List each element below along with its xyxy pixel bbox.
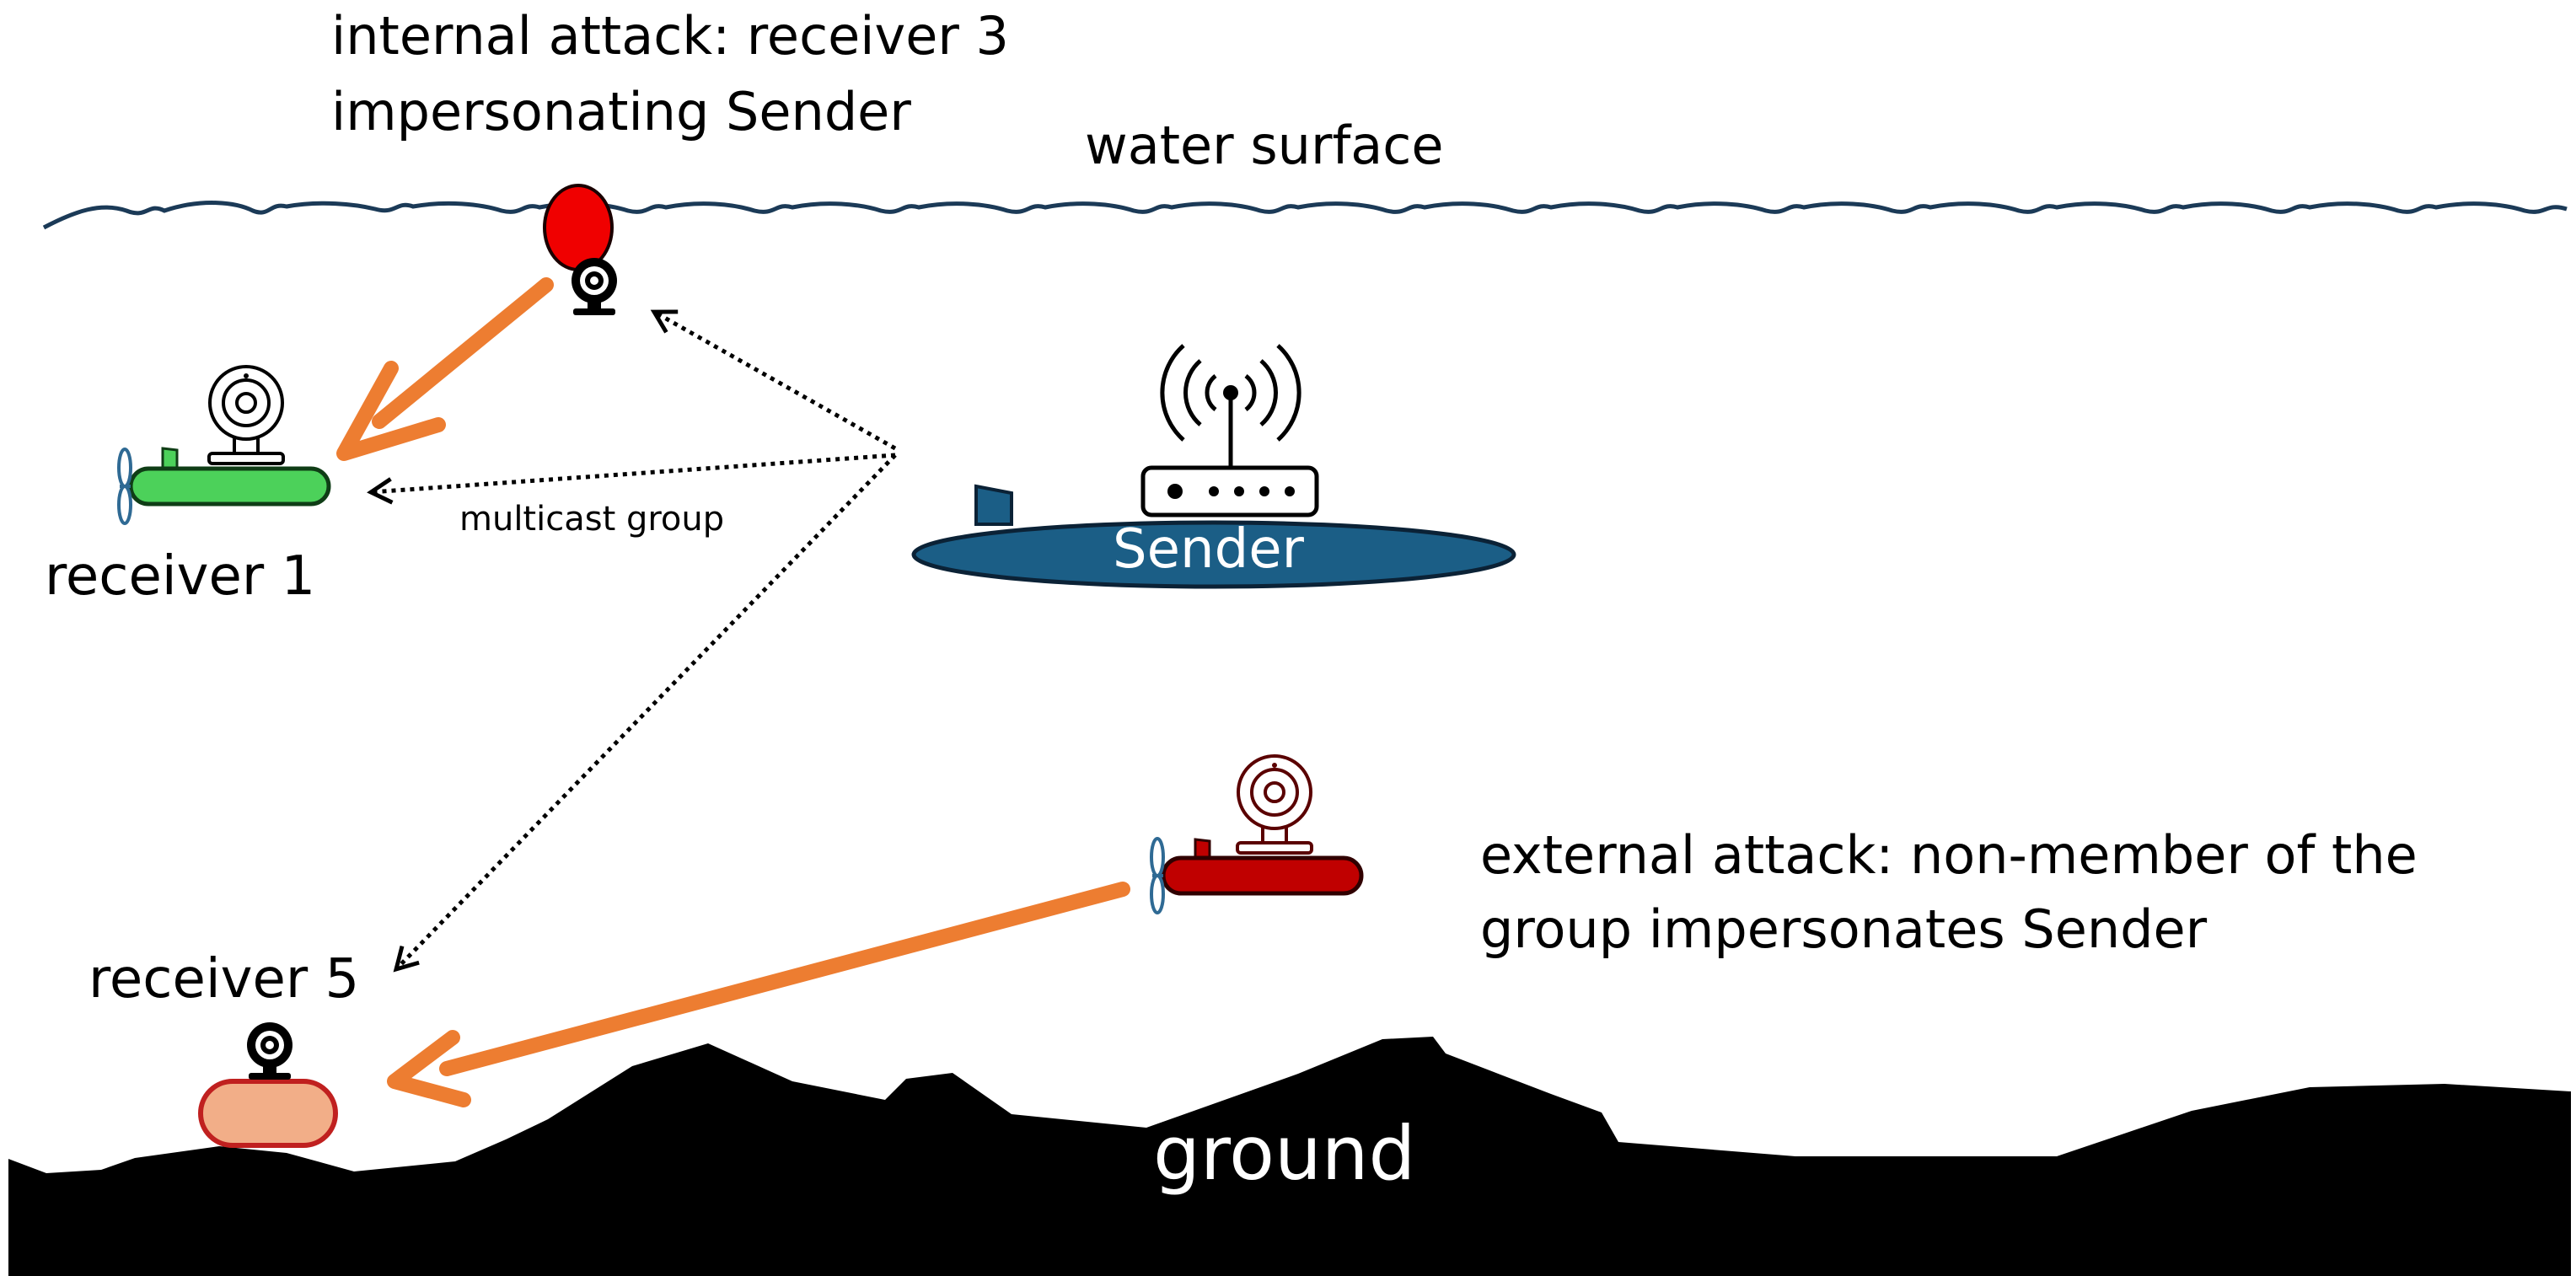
multicast-arrow-to-receiver1 [367, 453, 896, 505]
ground-label: ground [1153, 1110, 1416, 1197]
internal-attack-arrow [336, 277, 554, 461]
external-attack-label-line2: group impersonates Sender [1480, 898, 2208, 960]
external-attack-label-line1: external attack: non-member of the [1480, 824, 2418, 886]
receiver1-label: receiver 1 [45, 545, 316, 608]
internal-attack-label-line2: impersonating Sender [331, 81, 911, 142]
internal-attack-label-line1: internal attack: receiver 3 [331, 5, 1010, 67]
water-surface-line [42, 201, 2568, 230]
ground-silhouette [8, 1037, 2571, 1276]
propeller-icon [117, 448, 132, 525]
sender-fin [974, 484, 1013, 526]
camera-icon-receiver1 [207, 365, 285, 465]
sender-submarine [911, 484, 1516, 589]
camera-icon-attacker [1236, 754, 1313, 855]
multicast-arrows [367, 309, 897, 973]
camera-icon-receiver3 [572, 258, 617, 315]
receiver5-node [198, 1079, 338, 1148]
attacker-auv [1150, 837, 1364, 914]
receiver5-label: receiver 5 [89, 948, 360, 1011]
camera-icon-receiver5 [247, 1022, 292, 1080]
multicast-group-label: multicast group [459, 500, 725, 539]
sender-label: Sender [1113, 518, 1304, 581]
sender-hull [911, 520, 1516, 589]
receiver1-auv [117, 447, 331, 525]
multicast-arrow-to-receiver3 [650, 309, 897, 451]
external-attack-arrow [387, 882, 1130, 1107]
propeller-icon [1150, 837, 1165, 914]
router-icon [1140, 344, 1319, 517]
multicast-arrow-to-receiver5 [393, 453, 897, 973]
water-surface-label: water surface [1085, 115, 1444, 176]
receiver3-buoy [543, 184, 614, 271]
